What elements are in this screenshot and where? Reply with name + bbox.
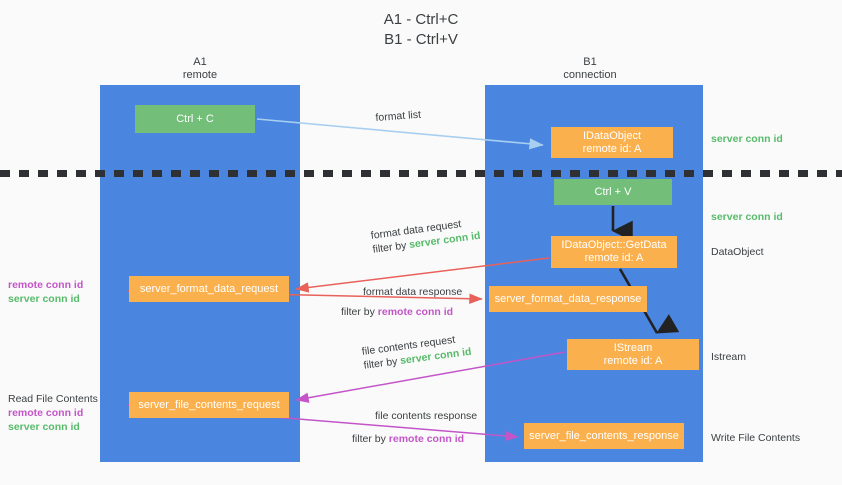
annotation-remote-conn-id: remote conn id [8,407,84,419]
filter-key-remote-conn-id: remote conn id [388,433,465,445]
swimlane-b1-header: B1 connection [563,56,617,81]
filter-prefix: filter by [341,306,378,318]
filter-key-remote-conn-id: remote conn id [377,306,454,318]
arrow-file-contents-request [295,351,566,403]
box-ctrl-v[interactable]: Ctrl + V [554,179,672,205]
annotation-read-file-contents: Read File Contents [8,393,98,405]
box-ctrl-c[interactable]: Ctrl + C [135,105,255,133]
box-server-format-data-response[interactable]: server_format_data_response [489,286,647,312]
label-file-contents-response-filter: filter by remote conn id [352,432,464,446]
annotation-server-conn-id: server conn id [8,421,80,433]
box-idataobject-format[interactable]: IDataObject remote id: A [551,127,673,158]
filter-prefix: filter by [352,433,389,445]
annotation-server-conn-id-top: server conn id [711,133,783,145]
timeline-divider [0,170,842,177]
annotation-remote-conn-id: remote conn id [8,279,84,291]
annotation-dataobject: DataObject [711,246,764,258]
box-server-format-data-request[interactable]: server_format_data_request [129,276,289,302]
arrow-format-data-request [295,257,550,293]
box-server-file-contents-response[interactable]: server_file_contents_response [524,423,684,449]
label-format-data-response: format data response [363,286,463,298]
box-server-file-contents-request[interactable]: server_file_contents_request [129,392,289,418]
page-title: A1 - Ctrl+C B1 - Ctrl+V [383,11,459,48]
annotation-istream: Istream [711,351,747,363]
label-format-data-response-filter: filter by remote conn id [341,305,453,319]
annotation-server-conn-id-second: server conn id [711,211,783,223]
arrow-format-list [256,118,544,150]
annotation-server-conn-id: server conn id [8,293,80,305]
swimlane-a1-header: A1 remote [182,56,218,81]
box-istream[interactable]: IStream remote id: A [567,339,699,370]
annotation-read-file-contents-group: Read File Contents remote conn id server… [8,392,104,434]
label-file-contents-response: file contents response [375,410,478,422]
box-idataobject-getdata[interactable]: IDataObject::GetData remote id: A [551,236,677,268]
annotation-write-file-contents: Write File Contents [711,432,801,444]
annotation-conn-ids-upper: remote conn id server conn id [8,278,100,306]
